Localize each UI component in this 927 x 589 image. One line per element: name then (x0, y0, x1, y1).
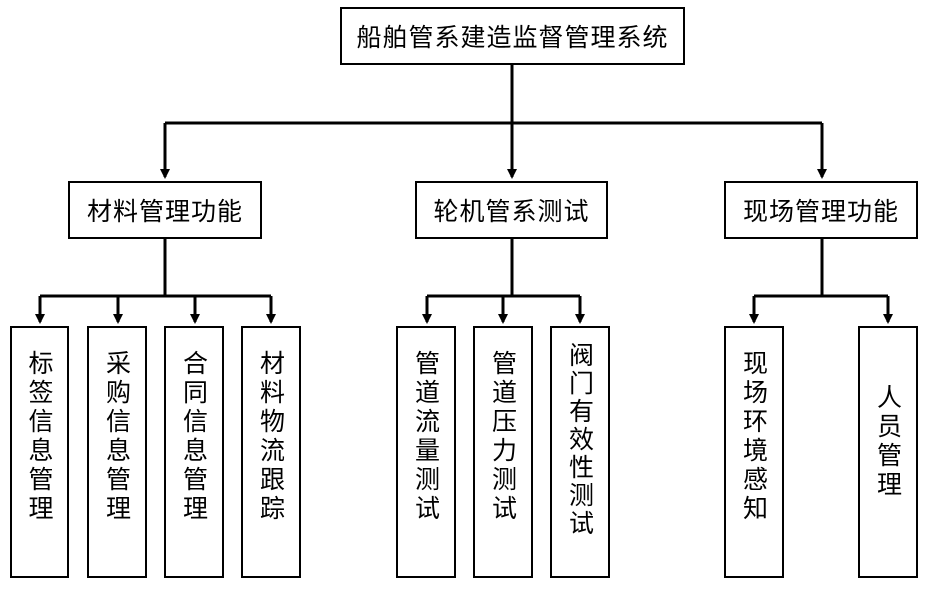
group-node-material: 材料管理功能 (68, 181, 262, 239)
leaf-node: 材料物流跟踪 (241, 326, 301, 578)
leaf-label: 人员管理 (873, 384, 903, 500)
leaf-node: 采购信息管理 (87, 326, 147, 578)
group-node-site: 现场管理功能 (724, 181, 918, 239)
leaf-label: 现场环境感知 (739, 350, 769, 524)
group-label: 轮机管系测试 (433, 197, 590, 226)
leaf-label: 标签信息管理 (25, 350, 54, 524)
group-node-engine-test: 轮机管系测试 (415, 181, 608, 239)
group-label: 材料管理功能 (86, 197, 243, 226)
leaf-node: 合同信息管理 (164, 326, 224, 578)
group-label: 现场管理功能 (742, 197, 899, 226)
leaf-node: 管道压力测试 (473, 326, 533, 578)
root-node: 船舶管系建造监督管理系统 (340, 7, 685, 65)
leaf-label: 材料物流跟踪 (256, 350, 286, 524)
leaf-node: 管道流量测试 (396, 326, 456, 578)
root-label: 船舶管系建造监督管理系统 (356, 23, 669, 52)
leaf-label: 管道流量测试 (411, 350, 441, 524)
leaf-label: 采购信息管理 (102, 350, 132, 524)
leaf-label: 阀门有效性测试 (565, 342, 595, 538)
leaf-label: 合同信息管理 (179, 350, 209, 524)
leaf-node: 标签信息管理 (10, 326, 69, 578)
leaf-node: 阀门有效性测试 (550, 326, 610, 578)
leaf-label: 管道压力测试 (488, 350, 518, 524)
leaf-node: 现场环境感知 (724, 326, 784, 578)
leaf-node: 人员管理 (858, 326, 918, 578)
